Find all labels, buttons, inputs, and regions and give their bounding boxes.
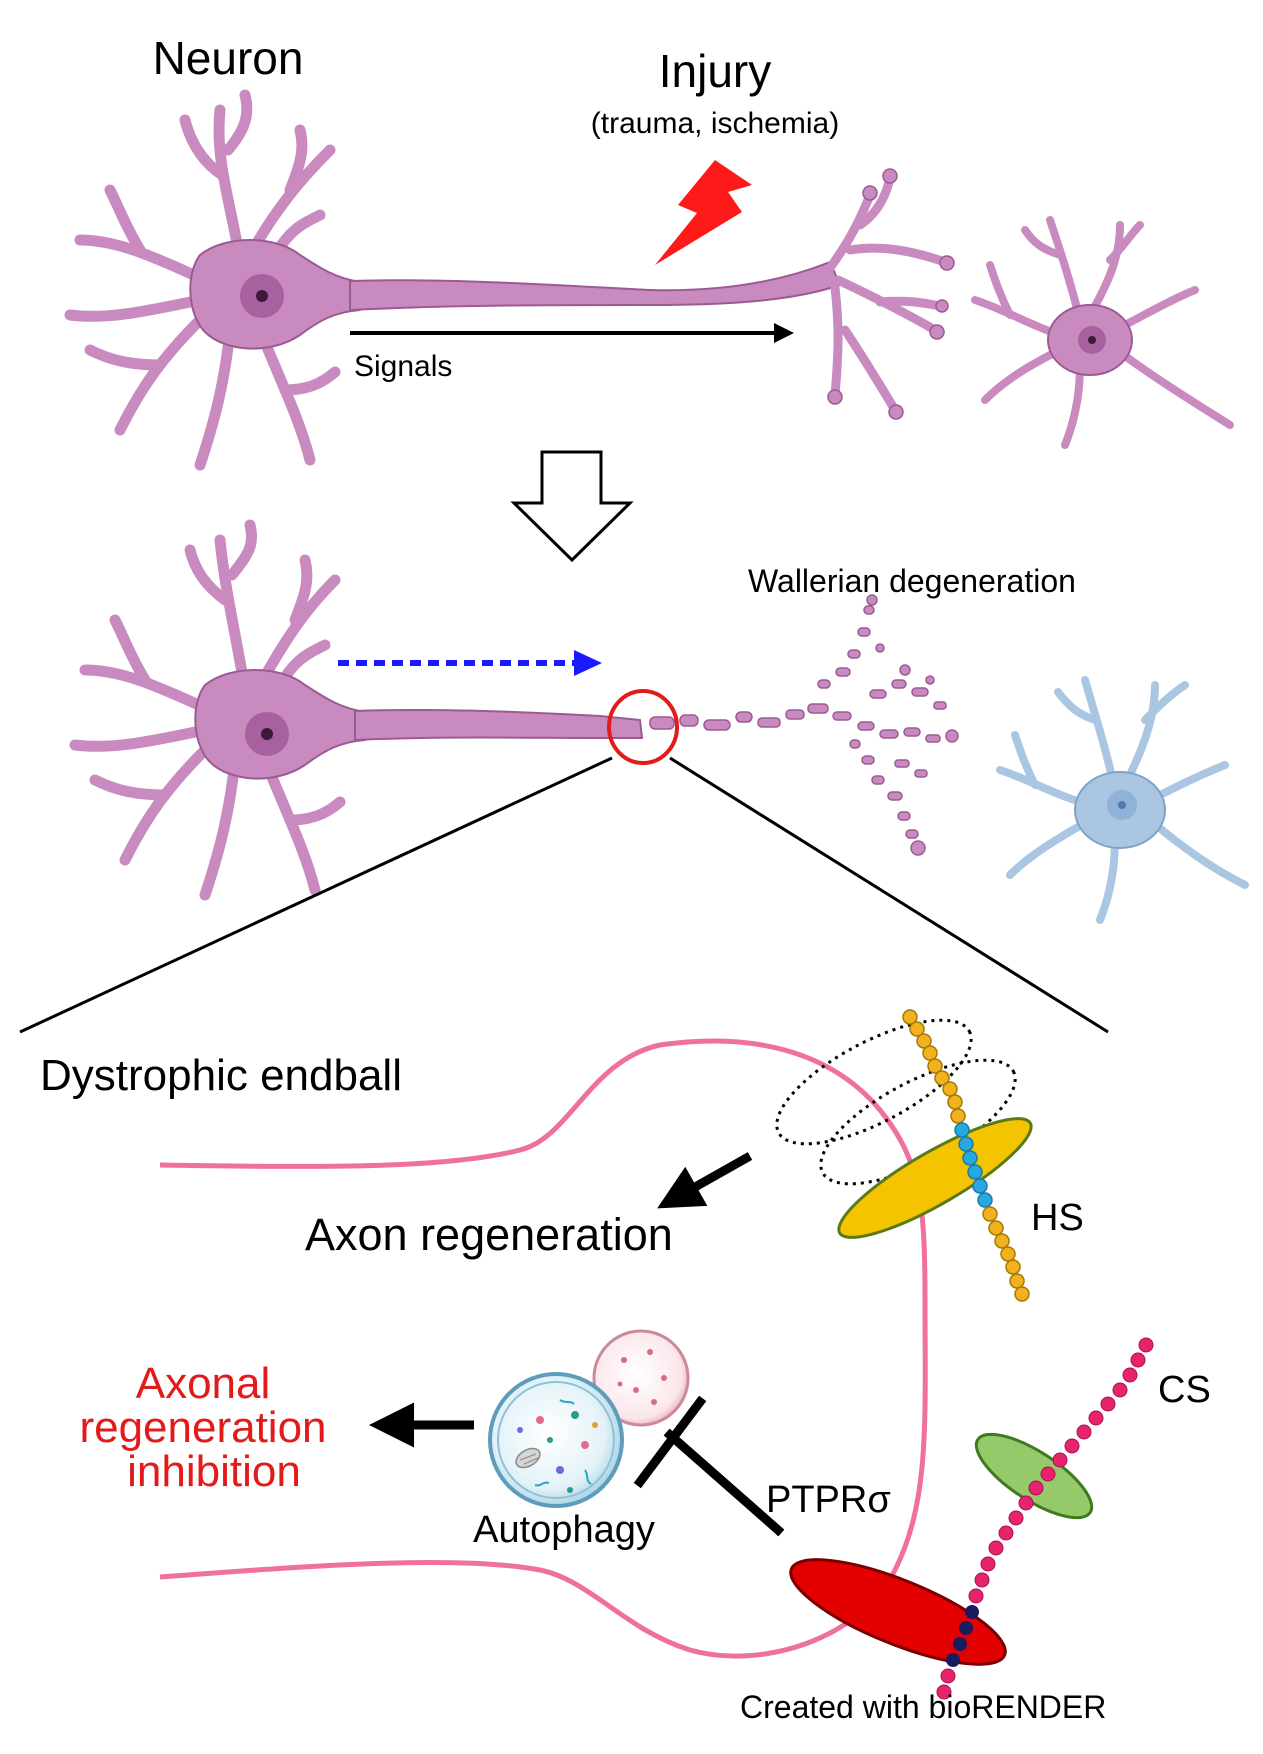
hs-label: HS: [1031, 1197, 1084, 1239]
healthy-target-nucleolus: [1088, 336, 1096, 344]
injury-title: Injury: [659, 45, 771, 97]
autophagy-vesicles: [488, 1329, 690, 1508]
cs-chain: [968, 1337, 1154, 1604]
neuron-title: Neuron: [153, 32, 304, 84]
reduced-signal-arrow: [338, 650, 602, 676]
hs-chain: [902, 1009, 1030, 1302]
transition-down-arrow: [510, 450, 634, 563]
zoom-line-left: [19, 756, 613, 1034]
wallerian-degeneration-label: Wallerian degeneration: [748, 563, 1076, 599]
autophagosome-inner-membrane: [497, 1381, 615, 1499]
injury-causes: (trauma, ischemia): [591, 107, 839, 140]
inhibition-bar: [633, 1395, 785, 1537]
injured-neuron-axon-stump: [354, 708, 644, 742]
axon-regeneration-label: Axon regeneration: [305, 1209, 673, 1260]
signals-label: Signals: [354, 350, 452, 383]
hs-proteoglycan: [775, 1009, 1033, 1302]
axon-terminal-boutons: [827, 168, 955, 420]
endball-membrane-upper: [159, 1038, 928, 1659]
inhibition-text-line2: regeneration: [79, 1403, 326, 1452]
ptpr-linker: [946, 1605, 979, 1667]
cs-label: CS: [1158, 1369, 1211, 1411]
autophagosome: [488, 1372, 624, 1508]
regeneration-arrow: [657, 1152, 753, 1209]
healthy-target-neuron: [971, 216, 1234, 449]
healthy-neuron: [64, 89, 955, 471]
cs-proteoglycan: [968, 1337, 1154, 1604]
lysosome-contents: [617, 1349, 667, 1405]
axon-terminal-branches: [825, 173, 950, 415]
hs-glypican-outline-1: [775, 1018, 973, 1146]
lysosome: [592, 1329, 690, 1427]
degenerated-target-nucleolus: [1118, 801, 1126, 809]
hs-receptor: [837, 1117, 1033, 1239]
zoom-line-right: [669, 756, 1109, 1034]
inhibition-text-line1: Axonal: [136, 1359, 271, 1408]
injury-site-circle: [607, 689, 679, 765]
degenerating-axon-fragments: [649, 594, 959, 856]
cs-chain-lower: [936, 1668, 956, 1700]
lightning-bolt-icon: [655, 160, 752, 265]
degenerated-target-neuron: [996, 676, 1249, 924]
autophagy-label: Autophagy: [473, 1509, 655, 1551]
biorender-credit: Created with bioRENDER: [740, 1689, 1106, 1725]
endball-title: Dystrophic endball: [40, 1051, 402, 1100]
healthy-neuron-nucleolus: [256, 290, 268, 302]
cs-receptor: [974, 1432, 1094, 1520]
injured-neuron: [69, 519, 644, 901]
autophagosome-contents: [515, 1399, 598, 1493]
inhibition-text-line3: inhibition: [127, 1447, 301, 1496]
ptpr-label: PTPRσ: [766, 1479, 891, 1521]
ptpr-receptor: [789, 1558, 1007, 1666]
injured-neuron-nucleolus: [261, 728, 273, 740]
healthy-neuron-axon: [349, 261, 841, 311]
